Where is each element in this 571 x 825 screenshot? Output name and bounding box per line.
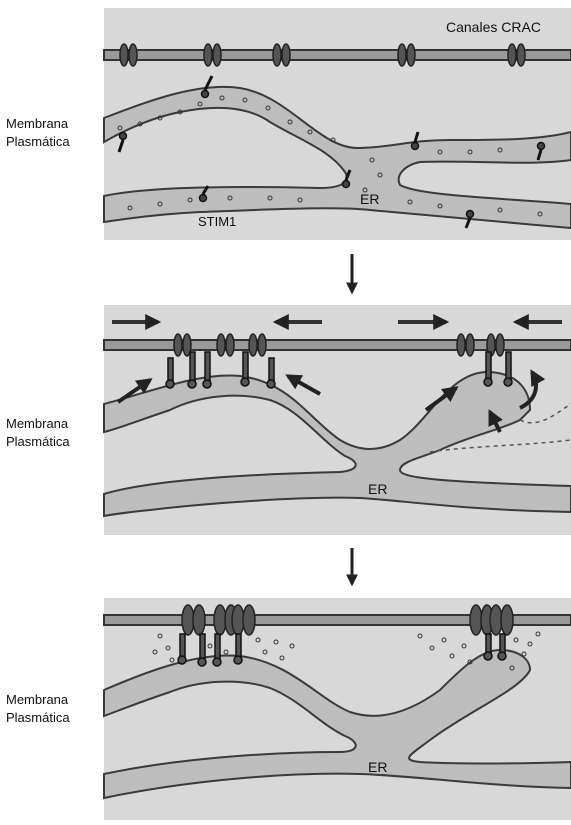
panel-resting: Canales CRAC ER STIM1 — [104, 8, 571, 240]
crac-channels-label: Canales CRAC — [446, 19, 541, 35]
plasma-membrane-1 — [104, 50, 571, 60]
membrane-label-3-line1: Membrana — [6, 692, 69, 707]
membrane-label-1-line1: Membrana — [6, 116, 69, 131]
panel-translocation: ER — [104, 305, 571, 535]
panel-activation: ER — [104, 598, 571, 820]
membrane-label-2-line1: Membrana — [6, 416, 69, 431]
er-label-3: ER — [368, 759, 387, 775]
stim1-label: STIM1 — [198, 214, 236, 229]
er-label-2: ER — [368, 481, 387, 497]
er-label-1: ER — [360, 191, 379, 207]
membrane-label-2-line2: Plasmática — [6, 434, 70, 449]
membrane-label-3-line2: Plasmática — [6, 710, 70, 725]
membrane-label-1-line2: Plasmática — [6, 134, 70, 149]
